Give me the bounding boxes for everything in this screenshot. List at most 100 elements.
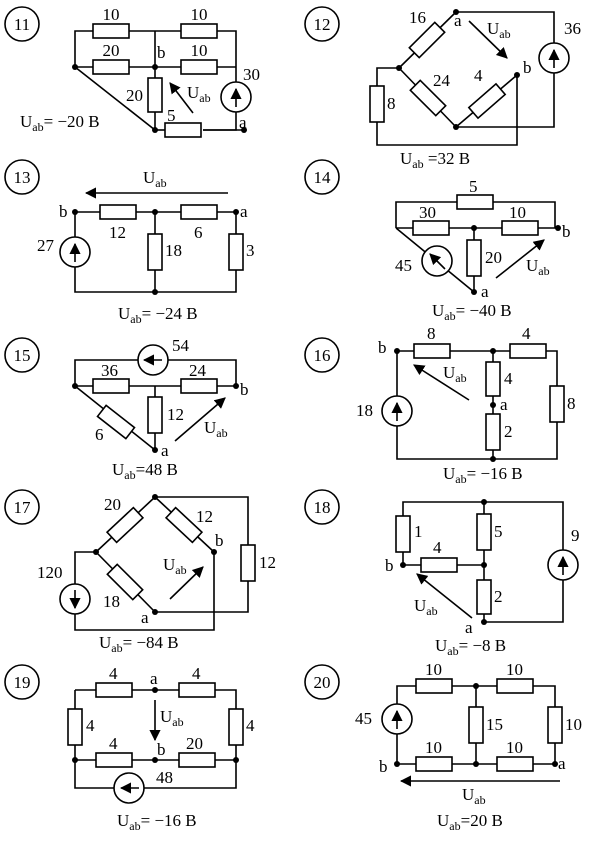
problem-number: 16 bbox=[314, 346, 331, 365]
resistor-value: 12 bbox=[259, 553, 276, 572]
junction-dot bbox=[394, 761, 400, 767]
answer-caption: Uab= −84 B bbox=[99, 633, 179, 655]
resistor bbox=[147, 233, 163, 271]
resistor bbox=[412, 220, 450, 236]
circuit-wires bbox=[376, 11, 555, 146]
junction-dot bbox=[72, 383, 78, 389]
node-label-b: b bbox=[523, 58, 532, 77]
answer-caption: Uab= −8 B bbox=[435, 636, 506, 658]
answer-caption: Uab= −16 B bbox=[117, 811, 197, 833]
resistor bbox=[485, 413, 501, 451]
resistor-value: 2 bbox=[504, 422, 513, 441]
problem-number-circle bbox=[4, 489, 40, 525]
source-value: 9 bbox=[571, 526, 580, 545]
problem-12: 12 16 8 24 4 36 a b Uab Uab =32 B bbox=[304, 6, 581, 171]
resistor-value: 18 bbox=[103, 592, 120, 611]
voltage-label: Uab bbox=[462, 785, 486, 807]
resistor bbox=[466, 239, 482, 277]
circuit-wires bbox=[74, 496, 249, 631]
resistor-value: 10 bbox=[191, 5, 208, 24]
resistor bbox=[415, 678, 453, 694]
resistor bbox=[509, 343, 547, 359]
resistor-value: 3 bbox=[246, 241, 255, 260]
resistor-value: 8 bbox=[567, 394, 576, 413]
source-value: 48 bbox=[156, 768, 173, 787]
node-label-a: a bbox=[161, 441, 169, 460]
source-arrow-icon bbox=[429, 253, 446, 270]
resistor bbox=[180, 23, 218, 39]
resistor bbox=[476, 579, 492, 615]
resistor-value: 20 bbox=[103, 41, 120, 60]
node-label-b: b bbox=[379, 757, 388, 776]
junction-dot bbox=[552, 761, 558, 767]
resistor-value: 12 bbox=[167, 405, 184, 424]
resistor-value: 4 bbox=[474, 66, 483, 85]
junction-dot bbox=[211, 549, 217, 555]
resistor-value: 10 bbox=[506, 738, 523, 757]
resistor-value: 4 bbox=[522, 324, 531, 343]
resistor bbox=[92, 378, 130, 394]
resistor-value: 10 bbox=[509, 203, 526, 222]
junction-dot bbox=[490, 348, 496, 354]
resistor-value: 10 bbox=[565, 715, 582, 734]
voltage-label: Uab bbox=[487, 19, 511, 41]
node-label-a: a bbox=[558, 754, 566, 773]
voltage-label: Uab bbox=[160, 707, 184, 729]
node-label-b: b bbox=[59, 202, 68, 221]
resistor bbox=[415, 756, 453, 772]
resistor-value: 12 bbox=[196, 507, 213, 526]
junction-dot bbox=[152, 757, 158, 763]
problem-number-circle bbox=[4, 159, 40, 195]
problem-17: 17 20 12 18 12 120 b a Uab Uab= −84 B bbox=[4, 489, 276, 655]
resistor-value: 12 bbox=[109, 223, 126, 242]
resistor-value: 10 bbox=[425, 738, 442, 757]
problem-18: 18 1 5 4 2 9 b a Uab Uab= −8 B bbox=[304, 489, 580, 658]
resistor-value: 15 bbox=[486, 715, 503, 734]
resistor bbox=[456, 194, 494, 210]
node-label-a: a bbox=[239, 113, 247, 132]
node-label-b: b bbox=[240, 380, 249, 399]
junction-dot bbox=[233, 383, 239, 389]
resistor-value: 8 bbox=[387, 94, 396, 113]
resistor-value: 4 bbox=[433, 538, 442, 557]
junction-dot bbox=[481, 499, 487, 505]
problem-number: 12 bbox=[314, 15, 331, 34]
resistor-value: 24 bbox=[433, 71, 451, 90]
junction-dot bbox=[152, 609, 158, 615]
problem-number: 14 bbox=[314, 168, 332, 187]
voltage-label: Uab bbox=[187, 83, 211, 105]
node-label-b: b bbox=[157, 740, 166, 759]
voltage-label: Uab bbox=[526, 256, 550, 278]
voltage-label: Uab bbox=[443, 363, 467, 385]
voltage-arrow-icon bbox=[468, 20, 508, 59]
junction-dot bbox=[72, 209, 78, 215]
answer-caption: Uab= −16 B bbox=[443, 464, 523, 486]
answer-caption: Uab= −40 B bbox=[432, 301, 512, 323]
circuit-wires bbox=[396, 350, 558, 460]
problem-number: 17 bbox=[14, 498, 32, 517]
resistor bbox=[96, 404, 136, 440]
resistor bbox=[92, 23, 130, 39]
problem-15: 15 36 24 12 6 54 a b Uab Uab=48 B bbox=[4, 336, 249, 482]
junction-dot bbox=[453, 9, 459, 15]
node-label-a: a bbox=[500, 395, 508, 414]
node-label-b: b bbox=[157, 43, 166, 62]
resistor-value: 10 bbox=[506, 660, 523, 679]
node-label-a: a bbox=[465, 618, 473, 637]
junction-dot bbox=[473, 761, 479, 767]
resistor bbox=[468, 706, 484, 744]
junction-dot bbox=[473, 683, 479, 689]
answer-caption: Uab=48 B bbox=[112, 460, 178, 482]
voltage-arrow-icon bbox=[495, 239, 545, 279]
node-label-b: b bbox=[385, 556, 394, 575]
node-label-a: a bbox=[240, 202, 248, 221]
junction-dot bbox=[555, 225, 561, 231]
junction-dot bbox=[490, 456, 496, 462]
junction-dot bbox=[152, 687, 158, 693]
junction-dot bbox=[72, 757, 78, 763]
resistor bbox=[369, 85, 385, 123]
node-label-a: a bbox=[454, 11, 462, 30]
problem-number-circle bbox=[304, 337, 340, 373]
problem-number: 13 bbox=[14, 168, 31, 187]
resistor bbox=[395, 515, 411, 553]
